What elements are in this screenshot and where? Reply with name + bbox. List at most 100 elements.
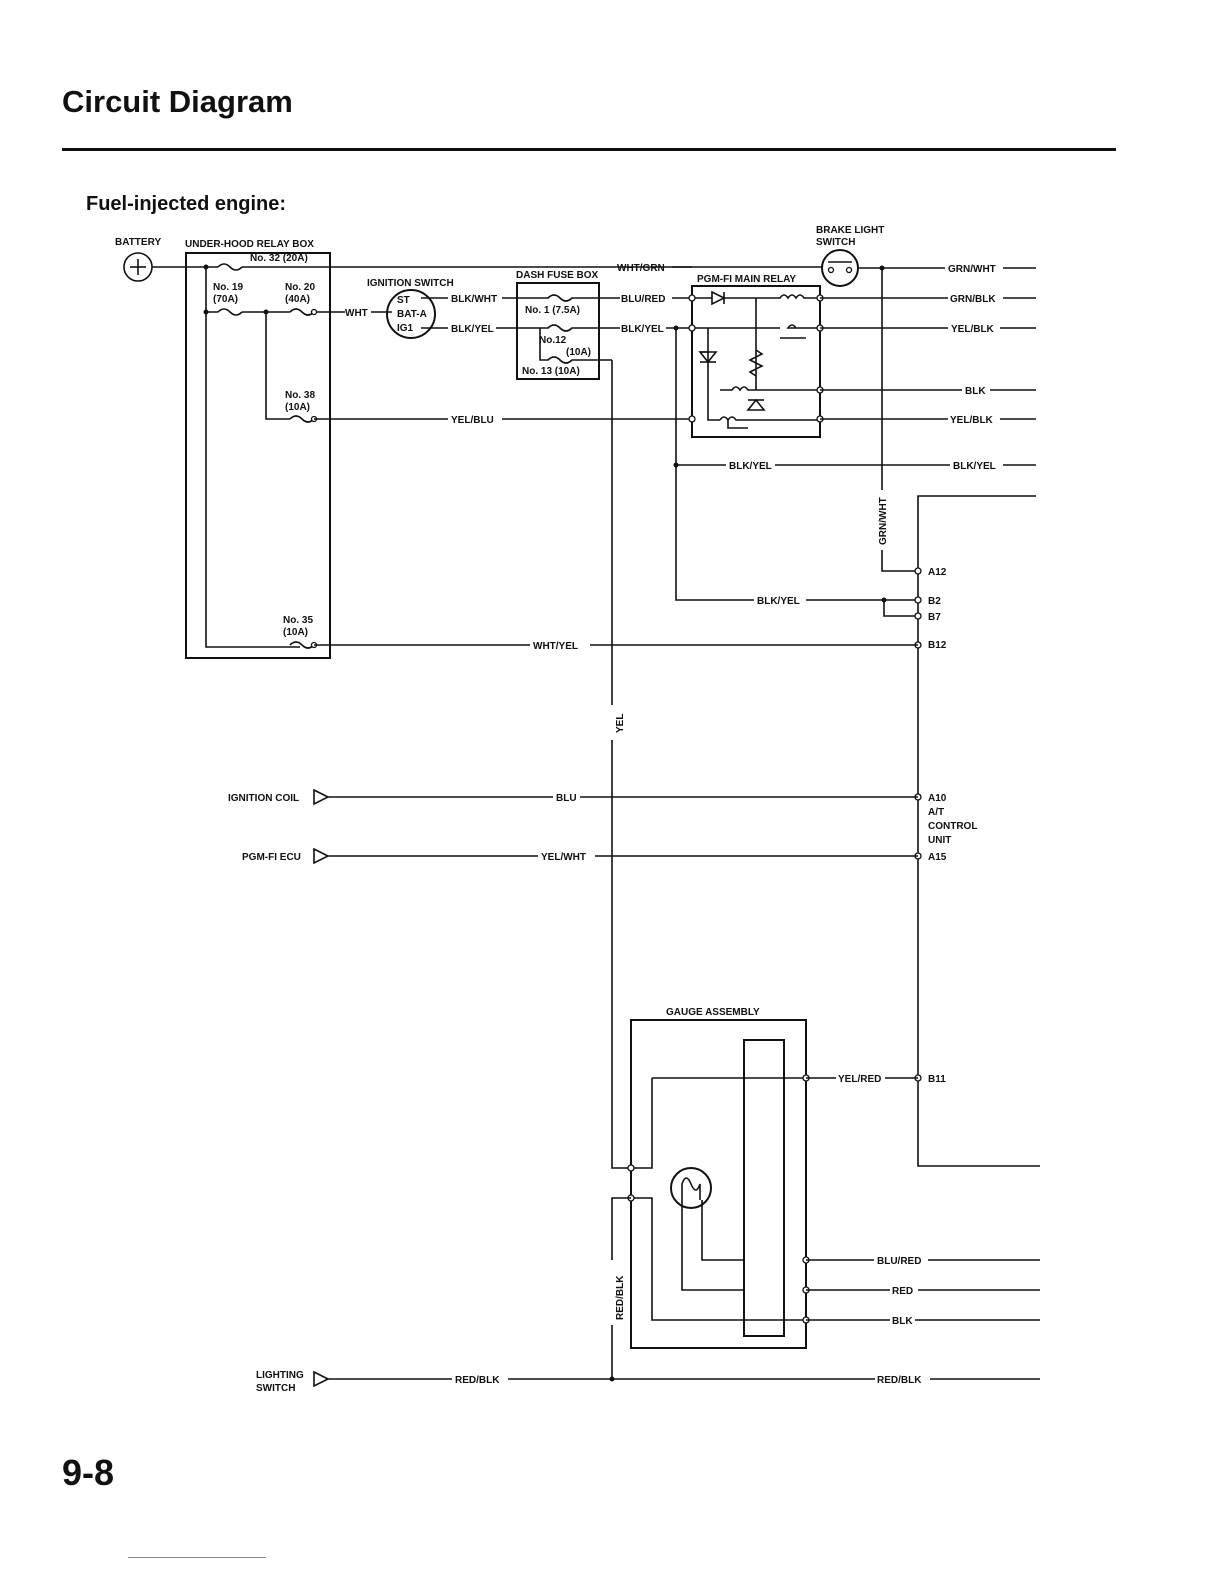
page-title: Circuit Diagram: [62, 84, 293, 119]
wire-label-yel-blk: YEL/BLK: [951, 324, 995, 335]
wire-label-red-blk-right: RED/BLK: [877, 1375, 922, 1386]
wire-label-blu: BLU: [556, 793, 577, 804]
wire-label-yel-red: YEL/RED: [838, 1074, 881, 1085]
wire-blk-yel-branch: [675, 328, 918, 601]
main-relay-label: PGM-FI MAIN RELAY: [697, 274, 796, 285]
wire-label-blk-yel-right: BLK/YEL: [953, 461, 996, 472]
ignition-switch: [386, 289, 436, 339]
underhood-relay-box: [185, 252, 331, 659]
at-unit-label-3: UNIT: [928, 835, 951, 846]
fuse-32-label: No. 32 (20A): [250, 253, 308, 264]
fuse-38-rating: (10A): [285, 402, 310, 413]
wire-label-blk-wht: BLK/WHT: [451, 294, 497, 305]
wire-grn-wht-vertical: [881, 268, 918, 572]
dash-fuse-box: [516, 282, 600, 380]
wire-label-yel-wht: YEL/WHT: [541, 852, 586, 863]
at-unit-label-1: A/T: [928, 807, 944, 818]
wire-label-blk-yel-lower: BLK/YEL: [757, 596, 800, 607]
footer-line: [128, 1557, 266, 1558]
wire-label-grn-wht: GRN/WHT: [948, 264, 996, 275]
battery-symbol: [123, 252, 153, 282]
wire-label-red-blk-left: RED/BLK: [455, 1375, 500, 1386]
wire-label-blk-yel-ig: BLK/YEL: [451, 324, 494, 335]
gauge-internal-wiring: [630, 1077, 806, 1321]
fuse-38-symbol: [289, 415, 315, 423]
pin-b11: B11: [928, 1074, 946, 1085]
fuse-20-rating: (40A): [285, 294, 310, 305]
wire-label-red: RED: [892, 1286, 913, 1297]
lighting-switch-label-1: LIGHTING: [256, 1370, 304, 1381]
fuse-19-rating: (70A): [213, 294, 238, 305]
ignition-terminal-st: ST: [397, 295, 410, 306]
wire-label-blu-red-top: BLU/RED: [621, 294, 665, 305]
ignition-coil-label: IGNITION COIL: [228, 793, 299, 804]
lighting-switch-connector: [313, 1370, 330, 1388]
gauge-assembly-label: GAUGE ASSEMBLY: [666, 1007, 760, 1018]
fuse-38-number: No. 38: [285, 390, 315, 401]
battery-label: BATTERY: [115, 237, 161, 248]
wire-b2-b7-jumper: [883, 600, 918, 617]
pin-a15: A15: [928, 852, 947, 863]
fuse-13-label: No. 13 (10A): [522, 366, 580, 377]
wire-red-blk-vertical: [611, 1197, 631, 1379]
wire-label-yel: YEL: [615, 714, 626, 733]
wire-label-blk-yel-top: BLK/YEL: [621, 324, 664, 335]
title-rule: [62, 148, 1116, 151]
fuse-35-symbol: [289, 641, 315, 649]
pin-a12: A12: [928, 567, 947, 578]
fuse-19-number: No. 19: [213, 282, 243, 293]
fuse-19-symbol: [217, 308, 243, 316]
pin-b2: B2: [928, 596, 941, 607]
gauge-indicator-bulb: [670, 1167, 712, 1209]
fuse-1-symbol: [540, 294, 620, 302]
pgmfi-ecu-connector: [313, 847, 330, 865]
wire-label-blu-red-gauge: BLU/RED: [877, 1256, 921, 1267]
fuse-35-number: No. 35: [283, 615, 313, 626]
wire-label-blk-gauge: BLK: [892, 1316, 913, 1327]
wire-label-wht-grn: WHT/GRN: [617, 263, 665, 274]
pin-b12: B12: [928, 640, 947, 651]
wire-label-blk-yel-mid: BLK/YEL: [729, 461, 772, 472]
brake-switch-label-2: SWITCH: [816, 237, 855, 248]
wire-yel-vertical: [611, 360, 631, 1169]
main-relay-internals: [692, 290, 820, 429]
fuse-35-rating: (10A): [283, 627, 308, 638]
ignition-terminal-bat: BAT-A: [397, 309, 427, 320]
fuse-20-number: No. 20: [285, 282, 315, 293]
wire-label-grn-wht-vertical: GRN/WHT: [878, 497, 889, 545]
pgmfi-ecu-label: PGM-FI ECU: [242, 852, 301, 863]
fuse-12-symbol: [540, 324, 620, 332]
pin-a10: A10: [928, 793, 947, 804]
brake-switch-label-1: BRAKE LIGHT: [816, 225, 884, 236]
underhood-box-label: UNDER-HOOD RELAY BOX: [185, 239, 314, 250]
fuse-1-label: No. 1 (7.5A): [525, 305, 580, 316]
at-unit-label-2: CONTROL: [928, 821, 977, 832]
pin-b7: B7: [928, 612, 941, 623]
gauge-assembly: [630, 1019, 807, 1349]
battery-feed-wire: [152, 266, 300, 648]
at-control-unit-boundary: [917, 495, 1040, 1167]
fuse-13-symbol: [539, 328, 612, 364]
dash-fuse-box-label: DASH FUSE BOX: [516, 270, 599, 281]
wire-label-red-blk-vertical: RED/BLK: [615, 1275, 626, 1320]
wire-label-yel-blu: YEL/BLU: [451, 415, 494, 426]
ignition-terminal-ig1: IG1: [397, 323, 414, 334]
fuse-32-symbol: [217, 263, 243, 271]
wire-label-wht-yel: WHT/YEL: [533, 641, 578, 652]
wire-label-wht: WHT: [345, 308, 368, 319]
lighting-switch-label-2: SWITCH: [256, 1383, 295, 1394]
wire-label-blk-relay: BLK: [965, 386, 986, 397]
underhood-internal-wire: [206, 311, 345, 420]
fuse-20-symbol: [289, 308, 315, 316]
fuse-12-number: No.12: [539, 335, 567, 346]
wire-label-grn-blk: GRN/BLK: [950, 294, 996, 305]
fuse-12-rating: (10A): [566, 347, 591, 358]
page-number: 9-8: [62, 1452, 115, 1493]
wire-label-yel-blk-2: YEL/BLK: [950, 415, 994, 426]
ignition-switch-label: IGNITION SWITCH: [367, 278, 454, 289]
gauge-module: [743, 1039, 785, 1337]
pgmfi-main-relay: [691, 285, 821, 438]
ignition-coil-connector: [313, 788, 330, 806]
page-subtitle: Fuel-injected engine:: [86, 193, 287, 215]
